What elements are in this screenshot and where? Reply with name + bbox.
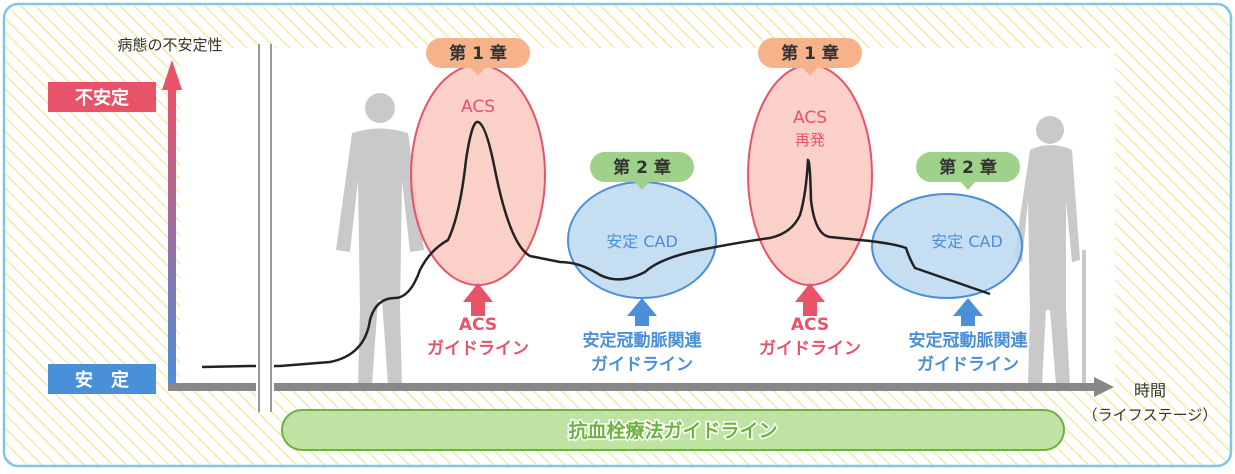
- phase-label-3-sub: 再発: [795, 131, 825, 149]
- phase-label-3: ACS: [793, 108, 827, 128]
- unstable-label: 不安定: [75, 87, 129, 109]
- young-person-silhouette: [336, 93, 424, 385]
- y-axis-bar: [168, 88, 176, 390]
- svg-text:ガイドライン: ガイドライン: [591, 355, 693, 375]
- x-axis-subtitle: （ライフステージ）: [1083, 406, 1218, 424]
- antithrombotic-bar-label: 抗血栓療法ガイドライン: [568, 419, 777, 442]
- guideline-arrow-3: ACS ガイドライン: [758, 283, 863, 361]
- chapter-tag-3: 第 1 章: [758, 38, 862, 76]
- phase-label-2: 安定 CAD: [606, 232, 678, 251]
- stable-label-box: [48, 364, 156, 394]
- x-axis-bar: [168, 383, 1096, 391]
- elderly-person-silhouette: [1014, 116, 1086, 385]
- stable-label: 安 定: [75, 369, 129, 391]
- svg-text:ACS: ACS: [459, 315, 497, 335]
- chapter-tag-4: 第 2 章: [916, 152, 1020, 190]
- unstable-label-box: [48, 82, 156, 112]
- axis-break: [256, 44, 274, 412]
- chapter-tag-1: 第 1 章: [426, 38, 530, 76]
- x-axis-title: 時間: [1134, 381, 1166, 400]
- svg-text:ACS: ACS: [791, 315, 829, 335]
- guideline-arrow-4: 安定冠動脈関連 ガイドライン: [907, 298, 1030, 377]
- guideline-arrow-1: ACS ガイドライン: [426, 283, 531, 361]
- svg-text:ガイドライン: ガイドライン: [917, 355, 1019, 375]
- y-axis-title: 病態の不安定性: [117, 36, 222, 54]
- guideline-arrow-2: 安定冠動脈関連 ガイドライン: [581, 298, 704, 377]
- svg-text:安定冠動脈関連: 安定冠動脈関連: [583, 330, 703, 351]
- svg-text:安定冠動脈関連: 安定冠動脈関連: [909, 330, 1029, 351]
- chapter-tag-2: 第 2 章: [590, 152, 694, 190]
- svg-text:第 1 章: 第 1 章: [781, 43, 839, 64]
- svg-text:第 1 章: 第 1 章: [449, 43, 507, 64]
- antithrombotic-bar: [281, 409, 1065, 451]
- instability-curve: [201, 120, 991, 369]
- svg-text:第 2 章: 第 2 章: [613, 157, 671, 178]
- svg-text:ガイドライン: ガイドライン: [427, 339, 529, 359]
- phase-label-4: 安定 CAD: [931, 232, 1003, 251]
- phase-label-1: ACS: [461, 97, 495, 117]
- y-axis-arrow-icon: [162, 60, 182, 90]
- svg-text:第 2 章: 第 2 章: [939, 157, 997, 178]
- cad-ellipse-2: [871, 193, 1023, 299]
- x-axis-arrow-icon: [1094, 377, 1114, 397]
- svg-text:ガイドライン: ガイドライン: [759, 339, 861, 359]
